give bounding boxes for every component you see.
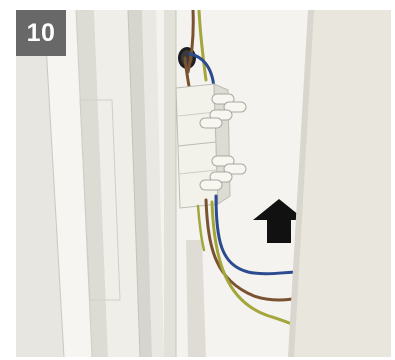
terminal-block <box>176 84 246 208</box>
step-number: 10 <box>27 19 56 48</box>
frame-profile <box>16 10 206 357</box>
step-number-badge: 10 <box>16 10 66 56</box>
side-panel <box>288 10 391 357</box>
installation-illustration <box>16 10 391 357</box>
